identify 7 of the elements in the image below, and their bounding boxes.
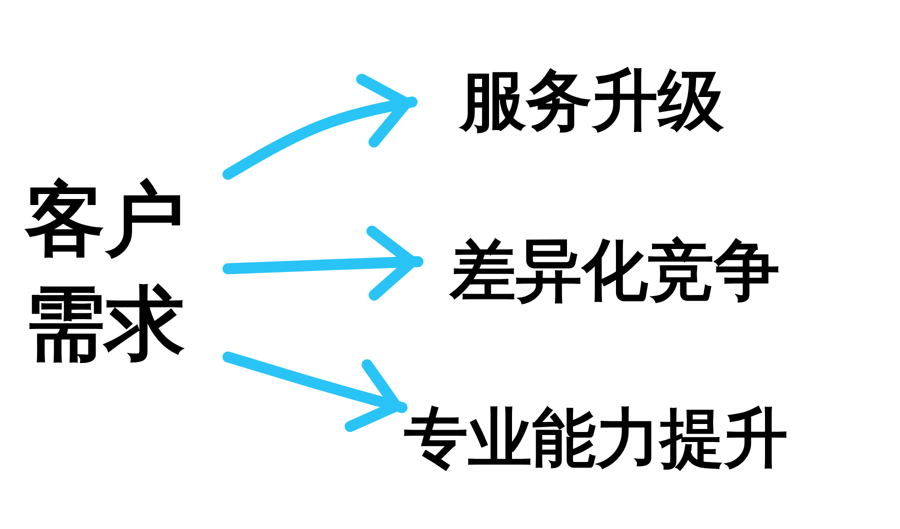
outcome-label: 服务升级 bbox=[460, 61, 725, 141]
source-label: 客户需求 bbox=[25, 172, 186, 372]
arrow bbox=[222, 74, 418, 180]
arrow bbox=[222, 226, 424, 301]
outcome-label: 差异化竞争 bbox=[450, 231, 781, 311]
outcome-label: 专业能力提升 bbox=[404, 401, 789, 478]
arrow bbox=[222, 352, 408, 432]
